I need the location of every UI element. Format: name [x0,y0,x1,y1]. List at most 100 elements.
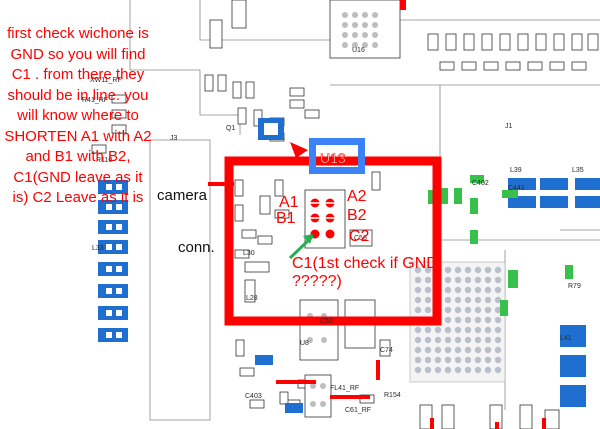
bga-ball [474,316,482,324]
bga-ball [424,336,432,344]
bga-ball [474,356,482,364]
bga-ball [464,356,472,364]
silk-label: C52 [320,318,333,325]
bga-ball [494,316,502,324]
bga-ball [424,346,432,354]
silk-label: L35 [572,167,584,174]
bga-ball [454,366,462,374]
bga-ball [484,316,492,324]
bga-ball [414,326,422,334]
bga-ball [414,336,422,344]
silk-label: R110 [96,157,112,164]
bga-ball [454,286,462,294]
pin-c2-label: C2 [349,228,370,245]
bga-ball [414,346,422,354]
pin-b1-label: B1 [276,210,296,227]
bga-ball [494,346,502,354]
bga-ball [444,286,452,294]
silk-label: R41_RF [82,97,108,104]
silk-label: C61_RF [345,407,371,414]
silk-label: L33 [92,245,104,252]
silk-label: C74 [380,347,393,354]
bga-ball [434,326,442,334]
bga-ball [464,326,472,334]
bga-ball [454,276,462,284]
bga-ball [424,276,432,284]
bga-ball [464,366,472,374]
bga-ball [464,296,472,304]
bga-ball [484,366,492,374]
bga-ball [424,356,432,364]
bga-ball [424,266,432,274]
silk-label: C56 [354,235,367,242]
bga-ball [474,336,482,344]
silk-label: C402 [472,180,489,187]
bga-ball [414,356,422,364]
bga-ball [434,366,442,374]
bga-ball [484,296,492,304]
bga-ball [454,296,462,304]
bga-ball [464,336,472,344]
silk-label: J3 [170,135,178,142]
bga-ball [494,296,502,304]
bga-ball [484,306,492,314]
bga-ball [494,356,502,364]
silk-label: L30 [243,250,255,257]
bga-ball [494,366,502,374]
bga-ball [494,276,502,284]
bga-ball [474,266,482,274]
bga-ball [434,336,442,344]
silk-label: C403 [245,393,262,400]
silk-label: C441 [508,185,525,192]
bga-ball [414,266,422,274]
u13-highlight-box [309,138,365,174]
bga-ball [454,326,462,334]
u13-chip-label: U13 [320,150,346,167]
bga-ball [444,356,452,364]
bga-ball [444,296,452,304]
silk-label: L41 [560,335,572,342]
camera-label: camera [157,187,208,204]
bga-ball [444,306,452,314]
bga-ball [494,266,502,274]
bga-ball [444,366,452,374]
bga-ball [454,356,462,364]
silk-label: L39 [510,167,522,174]
bga-ball [484,336,492,344]
bga-ball [484,266,492,274]
c1-note-label: C1(1st check if GND ?????) [292,255,438,290]
bga-ball [444,266,452,274]
bga-ball [414,276,422,284]
bga-ball [464,346,472,354]
bga-ball [444,276,452,284]
silk-label: J1 [505,123,513,130]
bga-ball [434,346,442,354]
bga-ball [494,326,502,334]
bga-ball [474,306,482,314]
bga-ball [464,266,472,274]
bga-ball [464,286,472,294]
bga-ball [494,286,502,294]
bga-ball [484,346,492,354]
silk-label: Q1 [226,125,235,132]
bga-ball [444,316,452,324]
instructions-note: first check wichone is GND so you will f… [4,25,152,206]
bga-ball [484,326,492,334]
bga-ball [464,316,472,324]
bga-ball [454,266,462,274]
bga-ball [444,326,452,334]
bga-ball [424,306,432,314]
bga-ball [414,366,422,374]
silk-label: U8 [300,340,309,347]
bga-ball [464,276,472,284]
silk-label: R154 [384,392,401,399]
bga-ball [434,356,442,364]
bga-ball [484,356,492,364]
bga-ball [494,306,502,314]
bga-ball [474,346,482,354]
bga-ball [424,366,432,374]
bga-ball [414,286,422,294]
bga-ball [474,276,482,284]
pin-b2-label: B2 [347,207,367,224]
